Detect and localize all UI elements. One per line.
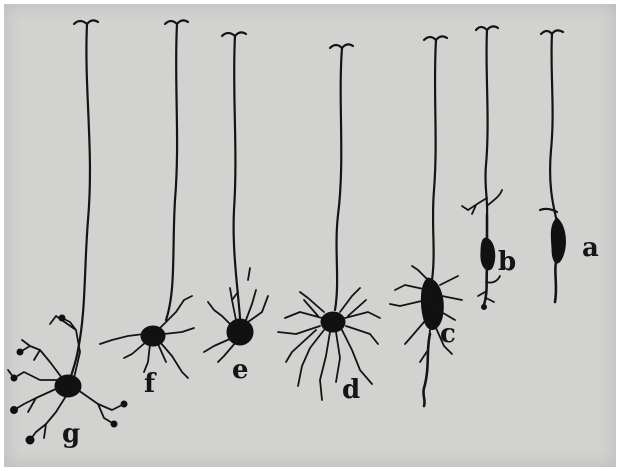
neuron-b: b bbox=[462, 26, 516, 309]
neuron-e: e bbox=[204, 32, 268, 385]
neuron-development-figure: a b c d e bbox=[4, 4, 616, 467]
label-d: d bbox=[342, 375, 360, 405]
label-a: a bbox=[582, 233, 599, 263]
neuron-illustration: a b c d e bbox=[4, 4, 616, 467]
neuron-g: g bbox=[8, 20, 127, 449]
label-g: g bbox=[62, 419, 80, 449]
neuron-c: c bbox=[390, 36, 462, 406]
label-c: c bbox=[440, 319, 456, 349]
neuron-d: d bbox=[278, 44, 380, 405]
neuron-a: a bbox=[540, 30, 599, 302]
label-b: b bbox=[498, 247, 516, 277]
label-e: e bbox=[232, 355, 249, 385]
label-f: f bbox=[144, 369, 157, 399]
neuron-f: f bbox=[100, 20, 194, 399]
